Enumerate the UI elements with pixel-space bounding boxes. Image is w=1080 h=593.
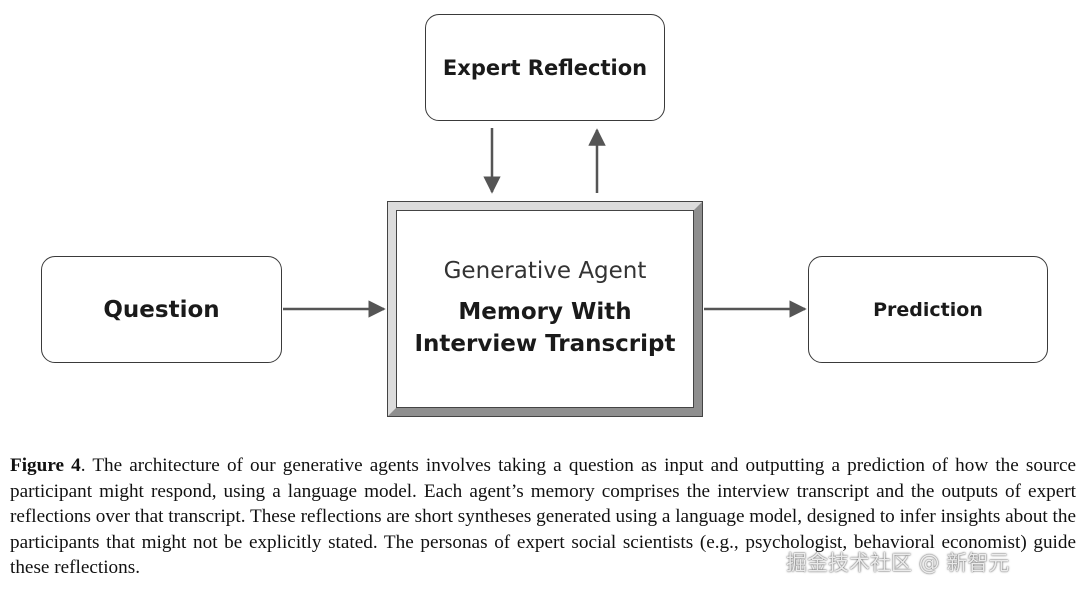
expert-reflection-label: Expert Reflection <box>442 55 648 80</box>
caption-text: . The architecture of our generative age… <box>10 455 1076 579</box>
generative-agent-box: Generative Agent Memory With Interview T… <box>387 201 703 417</box>
question-box: Question <box>41 256 282 363</box>
watermark: 掘金技术社区 @ 新智元 <box>786 547 1009 577</box>
watermark-text: 掘金技术社区 @ 新智元 <box>786 551 1010 575</box>
expert-reflection-box: Expert Reflection <box>425 14 665 121</box>
prediction-label: Prediction <box>873 298 983 321</box>
interview-transcript-label: Interview Transcript <box>414 331 676 357</box>
prediction-box: Prediction <box>808 256 1048 363</box>
figure-caption: Figure 4. The architecture of our genera… <box>10 453 1076 581</box>
memory-with-label: Memory With <box>458 299 632 325</box>
generative-agent-title: Generative Agent <box>443 258 647 284</box>
figure-label: Figure 4 <box>10 455 81 476</box>
question-label: Question <box>103 296 220 323</box>
